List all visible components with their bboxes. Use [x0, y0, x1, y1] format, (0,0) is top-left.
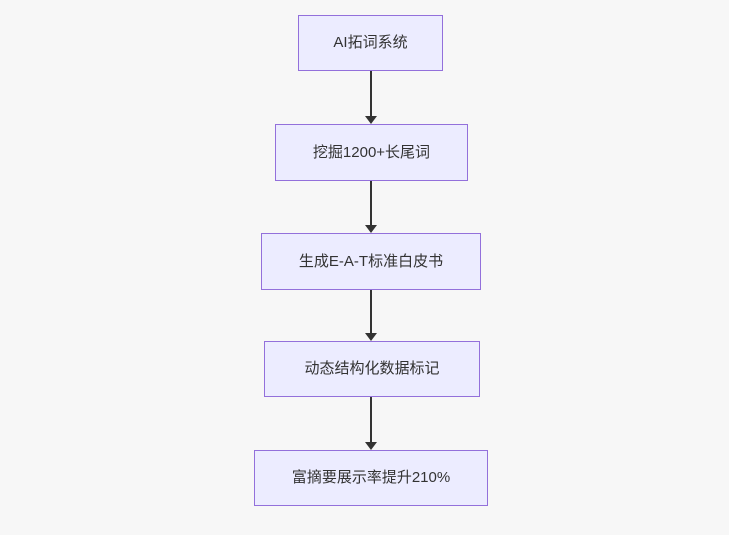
flow-node-label: 挖掘1200+长尾词 — [312, 143, 431, 161]
flow-node-dynamic-structured-data-markup: 动态结构化数据标记 — [264, 341, 480, 397]
flow-node-mine-longtail-keywords: 挖掘1200+长尾词 — [275, 124, 468, 181]
flow-node-rich-snippet-rate-increase: 富摘要展示率提升210% — [254, 450, 488, 506]
flow-edge-arrow — [365, 71, 377, 124]
flow-node-ai-word-expansion-system: AI拓词系统 — [298, 15, 443, 71]
flow-edge-arrow — [365, 397, 377, 450]
arrow-head-icon — [365, 225, 377, 233]
flow-node-generate-eat-whitepaper: 生成E-A-T标准白皮书 — [261, 233, 481, 290]
arrow-head-icon — [365, 116, 377, 124]
arrow-head-icon — [365, 333, 377, 341]
flow-node-label: AI拓词系统 — [333, 34, 408, 51]
arrow-line — [370, 71, 372, 116]
arrow-line — [370, 181, 372, 225]
flow-edge-arrow — [365, 290, 377, 341]
arrow-head-icon — [365, 442, 377, 450]
flow-edge-arrow — [365, 181, 377, 233]
flow-node-label: 富摘要展示率提升210% — [291, 469, 451, 486]
flow-node-label: 动态结构化数据标记 — [304, 360, 440, 377]
arrow-line — [370, 397, 372, 442]
arrow-line — [370, 290, 372, 333]
flow-node-label: 生成E-A-T标准白皮书 — [298, 252, 444, 270]
